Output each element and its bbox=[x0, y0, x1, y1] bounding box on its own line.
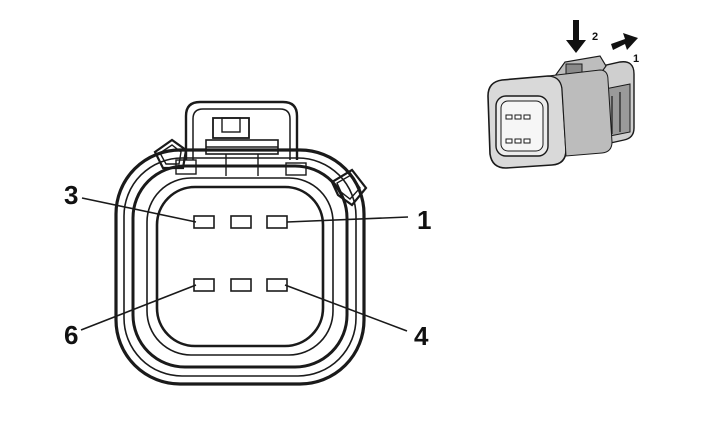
pin-label-1: 1 bbox=[417, 205, 431, 235]
pin-cavity-6 bbox=[193, 278, 215, 292]
pin-label-6: 6 bbox=[64, 320, 78, 350]
leader-line-4 bbox=[284, 284, 408, 332]
pin-cavity-1 bbox=[266, 215, 288, 229]
leader-line-1 bbox=[286, 216, 409, 223]
pin-cavity-3 bbox=[193, 215, 215, 229]
pin-cavity-2 bbox=[230, 215, 252, 229]
leader-line-3 bbox=[81, 197, 197, 223]
connector-iso-view: 2 1 bbox=[487, 20, 639, 169]
pull-arrow-label: 1 bbox=[633, 53, 639, 65]
pin-label-4: 4 bbox=[414, 321, 429, 351]
pin-cavities bbox=[193, 215, 288, 292]
leader-line-6 bbox=[80, 284, 197, 331]
press-down-arrow-icon bbox=[566, 20, 586, 53]
pull-arrow-icon bbox=[611, 33, 638, 50]
connector-housing bbox=[114, 148, 366, 386]
connector-front-view: 3 1 6 4 bbox=[64, 100, 431, 386]
pin-cavity-5 bbox=[230, 278, 252, 292]
pin-label-3: 3 bbox=[64, 180, 78, 210]
pin-cavity-4 bbox=[266, 278, 288, 292]
press-arrow-label: 2 bbox=[592, 31, 598, 43]
iso-pin-cavities bbox=[505, 114, 531, 144]
